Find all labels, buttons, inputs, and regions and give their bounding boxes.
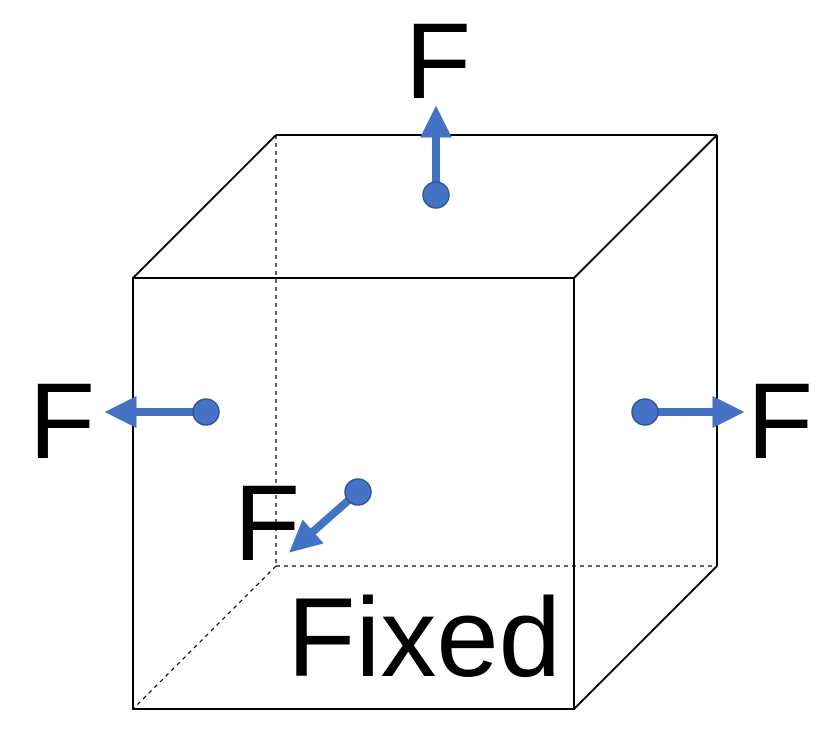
force-label-front: F bbox=[234, 462, 300, 583]
force-label-right: F bbox=[747, 360, 813, 481]
force-arrow-right bbox=[631, 396, 745, 428]
force-arrow-top bbox=[420, 105, 452, 209]
edge-bottom-right-diagonal bbox=[573, 565, 718, 710]
force-arrow-front bbox=[289, 478, 372, 553]
edge-top-right-diagonal bbox=[573, 134, 718, 279]
force-origin-dot-left bbox=[192, 398, 220, 426]
hidden-edges bbox=[132, 135, 717, 710]
force-origin-dot-front bbox=[344, 478, 372, 506]
force-origin-dot-top bbox=[422, 181, 450, 209]
force-arrow-left bbox=[104, 396, 220, 428]
fixed-face-label: Fixed bbox=[287, 575, 561, 700]
visible-edges bbox=[132, 134, 718, 710]
edge-top-left-diagonal bbox=[132, 134, 277, 279]
force-label-left: F bbox=[29, 360, 95, 481]
hidden-edge-bottom-left bbox=[132, 565, 277, 710]
force-origin-dot-right bbox=[631, 398, 659, 426]
front-face bbox=[132, 277, 575, 710]
force-label-top: F bbox=[405, 0, 471, 121]
